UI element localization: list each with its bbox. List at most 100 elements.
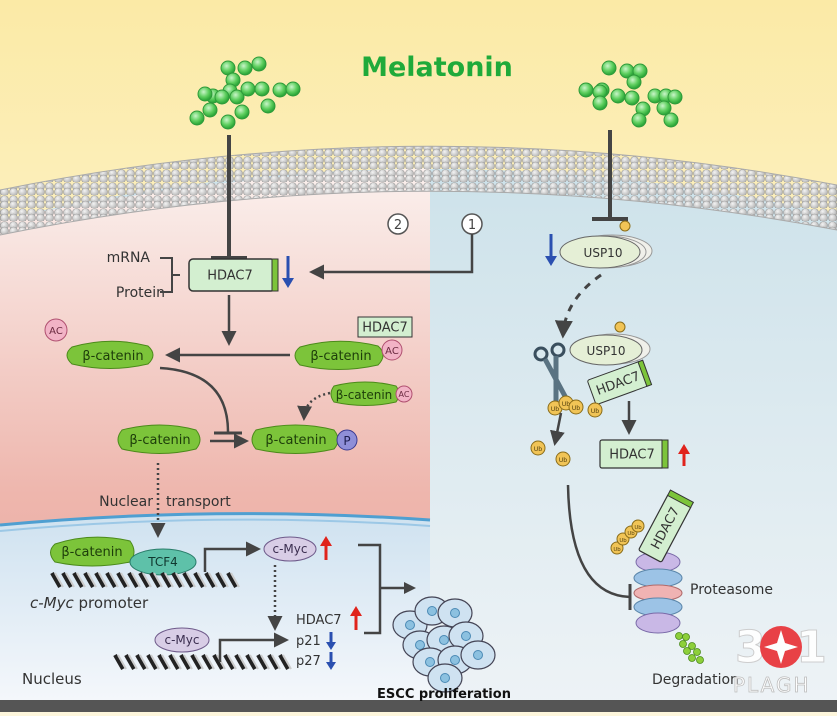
dna-strand (168, 654, 180, 670)
up-arrow-cmyc (320, 536, 332, 560)
fragment (688, 654, 696, 662)
dna-strand (153, 572, 163, 588)
melatonin-ball (656, 100, 672, 116)
dna-strand (182, 572, 194, 588)
dna-strand (256, 654, 268, 670)
beta-catenin-2: β-catenin (294, 340, 384, 370)
svg-text:β-catenin: β-catenin (310, 349, 371, 364)
down-arrow-usp10 (545, 234, 557, 266)
dna-strand (171, 572, 183, 588)
escc-label: ESCC proliferation (377, 687, 511, 702)
dna-strand (65, 572, 75, 588)
dna-strand (164, 572, 174, 588)
nucleus-label: Nucleus (22, 670, 82, 688)
svg-text:c-Myc: c-Myc (165, 633, 200, 647)
ubiquitin-label: Ub (534, 446, 543, 453)
svg-text:AC: AC (399, 390, 410, 399)
step-1-marker: 1 (461, 213, 483, 235)
ubiquitin (555, 451, 571, 467)
dna-strand (117, 654, 127, 670)
dna-strand (183, 654, 193, 670)
fragment (683, 647, 691, 655)
dna-strand (105, 572, 117, 588)
dna-strand (190, 654, 202, 670)
dna-strand (186, 572, 196, 588)
beta-catenin-3: β-catenin (330, 381, 400, 406)
dna-strand (193, 572, 205, 588)
svg-text:USP10: USP10 (587, 344, 626, 358)
ac-badge-3: AC (395, 385, 413, 403)
svg-text:AC: AC (49, 326, 63, 337)
fragment (679, 640, 687, 648)
target-p27: p27 (296, 654, 321, 669)
melatonin-ball (254, 81, 270, 97)
degradation-fragments (675, 632, 704, 664)
dna-strand (120, 572, 130, 588)
dna-strand (124, 654, 136, 670)
dna-strand (50, 572, 62, 588)
dna-strand (150, 654, 160, 670)
dna-strand (201, 654, 213, 670)
dna-strand (194, 654, 204, 670)
ubiquitin (568, 399, 584, 415)
ubiquitin (631, 519, 645, 533)
svg-text:TCF4: TCF4 (147, 555, 178, 569)
fragment (675, 632, 683, 640)
dna-strand (230, 572, 240, 588)
svg-text:PLAGH: PLAGH (733, 673, 811, 697)
melatonin-molecule-right (578, 60, 683, 128)
fragment (693, 648, 701, 656)
cell-nucleus (461, 631, 471, 641)
beta-catenin-nuclear: β-catenin (50, 536, 135, 567)
cell-nucleus (440, 673, 450, 683)
cell-nucleus (439, 635, 449, 645)
svg-text:β-catenin: β-catenin (61, 545, 122, 560)
dna-strand (249, 654, 259, 670)
dna-strand (135, 654, 147, 670)
ubiquitin-label: Ub (559, 457, 568, 464)
melatonin-molecule-left (189, 56, 301, 130)
melatonin-ball (202, 102, 218, 118)
dna-strand (76, 572, 86, 588)
dna-strand (113, 654, 125, 670)
watermark-logo: 301 PLAGH (733, 622, 828, 698)
down-arrow-p27 (326, 652, 336, 670)
dna-strand (223, 654, 235, 670)
dna-strand (245, 654, 257, 670)
svg-text:HDAC7: HDAC7 (362, 321, 408, 336)
protein-label: Protein (116, 285, 165, 301)
melatonin-ball (663, 112, 679, 128)
svg-text:AC: AC (385, 346, 399, 357)
up-arrow-hdac7-target (350, 606, 362, 630)
inhibit-curve-proteasome (566, 484, 631, 599)
cell-nucleus (427, 606, 437, 616)
tcf4-protein: TCF4 (129, 548, 197, 576)
inhibit-curve (159, 366, 230, 433)
svg-text:β-catenin: β-catenin (129, 433, 190, 448)
ubiquitin-label: Ub (591, 408, 600, 415)
dna-strand (204, 572, 216, 588)
step1-arrow (309, 234, 474, 280)
dna-strand (215, 572, 227, 588)
dna-strand (172, 654, 182, 670)
dna-strand (227, 654, 237, 670)
step-2-marker: 2 (387, 213, 409, 235)
dna-strand (138, 572, 150, 588)
ubiquitin-label: Ub (613, 547, 621, 553)
dna-strand (83, 572, 95, 588)
dna-strand (226, 572, 238, 588)
melatonin-ball (260, 98, 276, 114)
dna-strand (128, 654, 138, 670)
scissors-icon (533, 342, 569, 402)
melatonin-ball (601, 60, 617, 76)
beta-catenin-5: β-catenin (251, 424, 339, 454)
cell-nucleus (415, 640, 425, 650)
ac-badge-2: AC (381, 339, 403, 361)
melatonin-ball (220, 114, 236, 130)
ubiquitin (610, 541, 624, 555)
cell-nucleus (425, 657, 435, 667)
ubiquitin-label: Ub (627, 531, 635, 537)
hdac7-badge-bound: HDAC7 (357, 316, 413, 338)
dna-strand (131, 572, 141, 588)
